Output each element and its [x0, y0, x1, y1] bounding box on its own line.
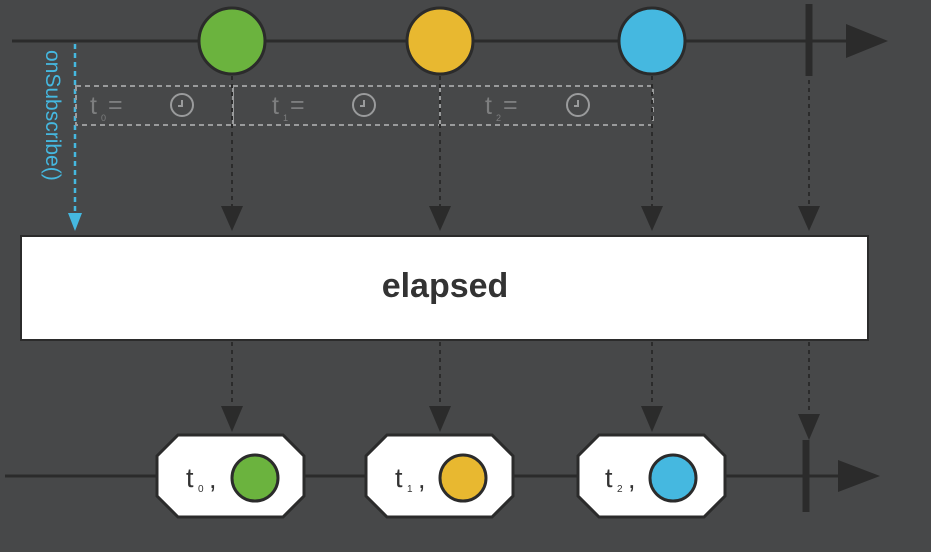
source-marbles — [197, 6, 687, 76]
interval-label-1: t — [272, 92, 279, 120]
source-timeline-arrow-icon — [846, 24, 888, 58]
interval-sub-0: 0 — [101, 113, 106, 123]
subscribe-indicator: onSubscribe() — [41, 44, 82, 231]
output-item-label: t — [186, 463, 194, 493]
output-item-sub: 1 — [407, 484, 413, 495]
interval-boxes: t 0 = t 1 = t 2 = — [75, 85, 654, 126]
source-marble-blue — [617, 6, 687, 76]
interval-label-0: t — [90, 92, 97, 120]
output-item-comma: , — [418, 464, 426, 494]
interval-sub-2: 2 — [496, 113, 501, 123]
output-connectors — [221, 342, 820, 440]
interval-sub-1: 1 — [283, 113, 288, 123]
operator-box: elapsed — [20, 235, 869, 341]
output-item-0: t 0 , — [155, 433, 306, 519]
clock-icon — [566, 93, 590, 117]
output-item-sub: 2 — [617, 484, 623, 495]
interval-box-0 — [75, 85, 234, 126]
output-marble-blue — [648, 453, 698, 503]
output-item-comma: , — [209, 464, 217, 494]
source-marble-green — [197, 6, 267, 76]
subscribe-label: onSubscribe() — [41, 50, 64, 181]
output-marble-yellow — [438, 453, 488, 503]
output-item-label: t — [605, 463, 613, 493]
subscribe-arrow-icon — [68, 213, 82, 231]
clock-icon — [352, 93, 376, 117]
interval-label-2: t — [485, 92, 492, 120]
clock-icon — [170, 93, 194, 117]
interval-box-2 — [439, 85, 654, 126]
output-marble-green — [230, 453, 280, 503]
interval-equals-2: = — [503, 91, 518, 119]
interval-equals-1: = — [290, 91, 305, 119]
source-marble-yellow — [405, 6, 475, 76]
output-item-1: t 1 , — [364, 433, 515, 519]
input-connectors — [221, 76, 820, 231]
output-item-label: t — [395, 463, 403, 493]
output-item-sub: 0 — [198, 484, 204, 495]
interval-equals-0: = — [108, 91, 123, 119]
operator-name: elapsed — [382, 267, 509, 305]
interval-box-1 — [232, 85, 441, 126]
output-item-2: t 2 , — [576, 433, 727, 519]
output-item-comma: , — [628, 464, 636, 494]
output-timeline-arrow-icon — [838, 460, 880, 492]
